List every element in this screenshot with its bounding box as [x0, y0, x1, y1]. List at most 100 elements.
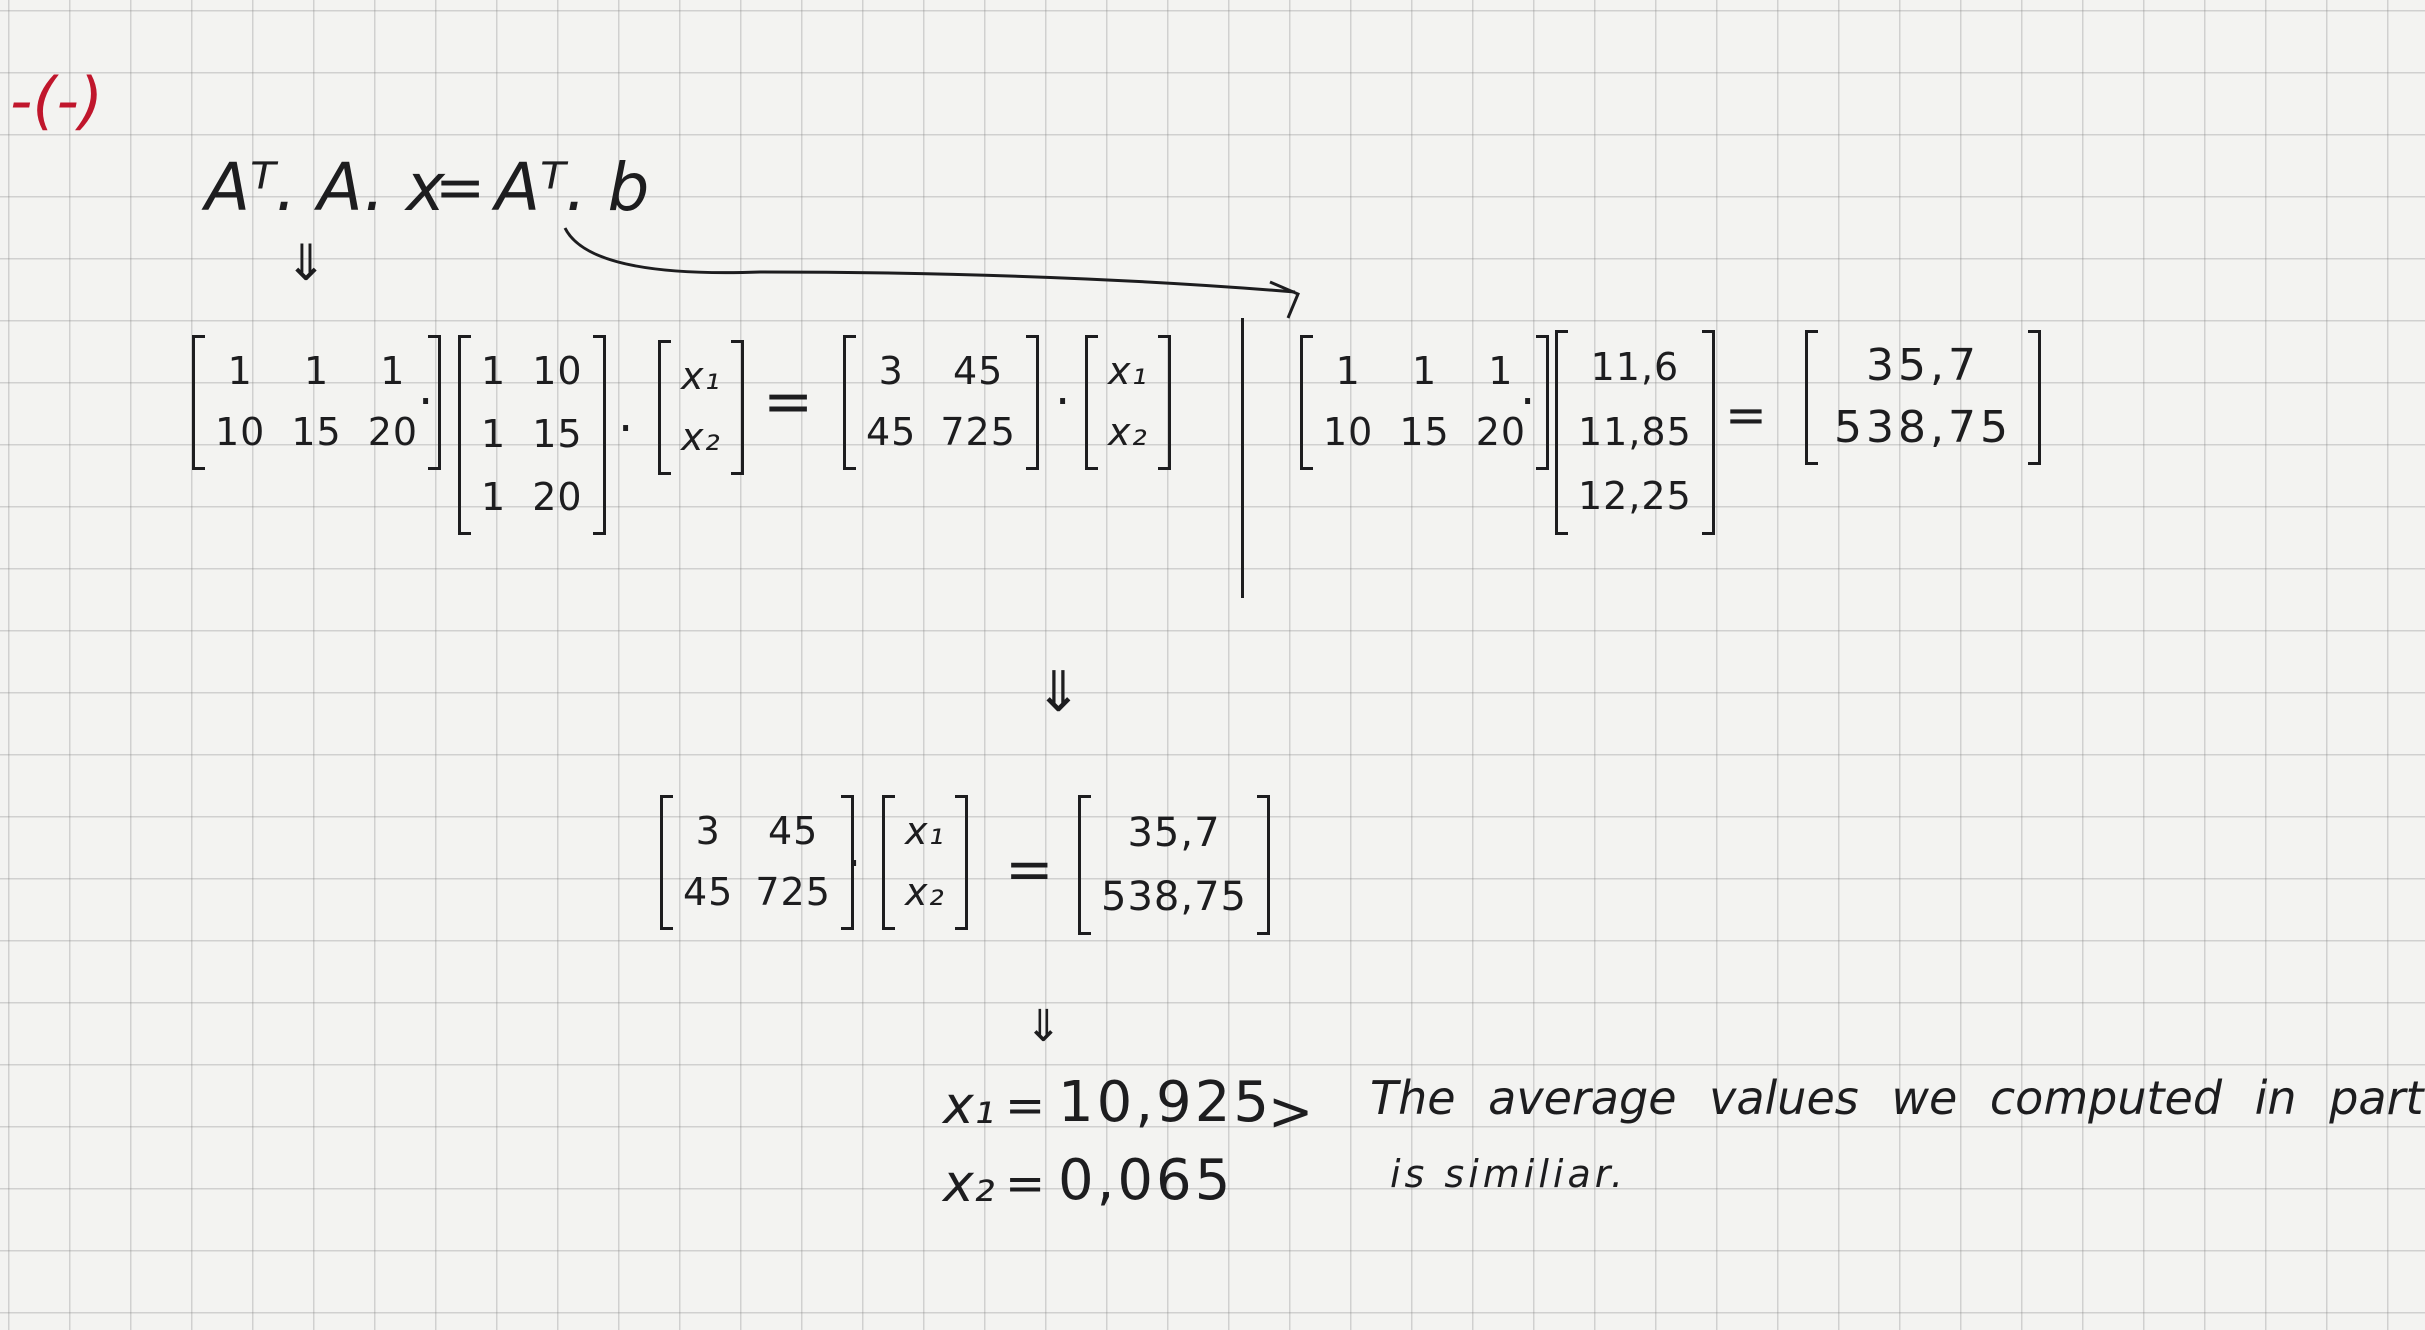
matrix-cell: 1 [227, 348, 253, 393]
matrix-grid: 11,6 11,85 12,25 [1568, 330, 1702, 535]
matrix-cell: 45 [952, 348, 1004, 393]
result-arrow: > [1268, 1080, 1314, 1143]
matrix-cell: 1 [481, 412, 507, 457]
bracket-right-icon [1536, 335, 1550, 470]
matrix-grid: 1 1 1 10 15 20 [205, 335, 428, 470]
matrix-ata-step1: 3 45 45 725 [843, 335, 1039, 470]
dot-operator: · [846, 836, 862, 892]
down-arrow-icon: ⇓ [1035, 660, 1082, 725]
matrix-cell: 35,7 [1866, 340, 1980, 392]
matrix-at-right: 1 1 1 10 15 20 [1300, 335, 1550, 470]
matrix-cell: 15 [532, 412, 583, 457]
part-label: -(-) [10, 64, 104, 137]
matrix-cell: 12,25 [1578, 473, 1692, 518]
bracket-right-icon [1256, 795, 1270, 935]
matrix-cell: 538,75 [1834, 401, 2012, 453]
matrix-cell: 10 [532, 349, 583, 394]
bracket-right-icon [954, 795, 968, 930]
matrix-cell: 538,75 [1101, 874, 1247, 920]
bracket-left-icon [192, 335, 205, 470]
matrix-cell: x₂ [681, 415, 721, 460]
vector-x-step1b: x₁ x₂ [1085, 335, 1171, 470]
bracket-right-icon [1025, 335, 1039, 470]
matrix-a: 1 10 1 15 1 20 [458, 335, 606, 535]
conclusion-note-line2: is similiar. [1390, 1152, 1627, 1196]
bracket-left-icon [1555, 330, 1568, 535]
down-arrow-icon: ⇓ [1025, 1001, 1062, 1052]
equals-sign: = [1005, 835, 1054, 903]
conclusion-note-line1: The average values we computed in part b [1370, 1071, 2425, 1125]
matrix-cell: 10 [215, 410, 266, 455]
matrix-grid: 35,7 538,75 [1091, 795, 1257, 935]
matrix-grid: x₁ x₂ [895, 795, 955, 930]
bracket-left-icon [1078, 795, 1091, 935]
matrix-cell: 11,85 [1578, 409, 1692, 454]
matrix-grid: 1 1 1 10 15 20 [1313, 335, 1536, 470]
matrix-cell: 20 [1475, 410, 1527, 455]
bracket-left-icon [1805, 330, 1818, 465]
bracket-right-icon [592, 335, 606, 535]
bracket-right-icon [730, 340, 744, 475]
equals-sign: = [1725, 386, 1767, 444]
matrix-cell: x₂ [1108, 410, 1148, 455]
matrix-cell: 3 [878, 348, 904, 393]
matrix-grid: 3 45 45 725 [673, 795, 841, 930]
matrix-at-left: 1 1 1 10 15 20 [192, 335, 442, 470]
normal-equation-rhs: Aᵀ. b [495, 149, 650, 226]
matrix-cell: x₂ [905, 870, 945, 915]
bracket-left-icon [1300, 335, 1313, 470]
matrix-grid: 3 45 45 725 [856, 335, 1026, 470]
matrix-cell: 1 [1335, 348, 1361, 393]
x1-equals: = [1005, 1078, 1046, 1134]
bracket-right-icon [840, 795, 854, 930]
matrix-cell: 725 [940, 410, 1016, 455]
vector-x-step1: x₁ x₂ [658, 340, 744, 475]
bracket-right-icon [2027, 330, 2041, 465]
matrix-cell: 20 [367, 410, 419, 455]
matrix-cell: x₁ [905, 808, 945, 853]
matrix-cell: 3 [695, 808, 721, 853]
x2-value: 0,065 [1058, 1148, 1234, 1213]
bracket-right-icon [428, 335, 442, 470]
matrix-ata-step3: 3 45 45 725 [660, 795, 854, 930]
equals-sign: = [763, 367, 814, 437]
vector-atb-step2: 35,7 538,75 [1805, 330, 2041, 465]
normal-equation-lhs: Aᵀ. A. x [205, 149, 445, 226]
x2-label: x₂ [943, 1154, 995, 1214]
dot-operator: · [618, 401, 634, 457]
x1-label: x₁ [943, 1076, 995, 1136]
matrix-grid: 1 10 1 15 1 20 [471, 335, 593, 535]
matrix-grid: x₁ x₂ [1098, 335, 1158, 470]
matrix-cell: 20 [532, 474, 583, 519]
matrix-cell: 35,7 [1127, 810, 1221, 856]
matrix-cell: 15 [291, 410, 342, 455]
matrix-cell: 15 [1399, 410, 1450, 455]
vertical-separator [1241, 318, 1244, 598]
vector-x-step3: x₁ x₂ [882, 795, 968, 930]
matrix-cell: 1 [1411, 348, 1438, 393]
matrix-cell: 1 [1488, 348, 1514, 393]
bracket-left-icon [843, 335, 856, 470]
bracket-left-icon [1085, 335, 1098, 470]
x1-value: 10,925 [1058, 1070, 1272, 1135]
dot-operator: · [418, 374, 434, 430]
matrix-grid: x₁ x₂ [671, 340, 731, 475]
matrix-cell: x₁ [1108, 348, 1148, 393]
down-arrow-icon: ⇓ [285, 234, 327, 292]
matrix-cell: 1 [380, 348, 406, 393]
bracket-left-icon [660, 795, 673, 930]
dot-operator: · [1520, 374, 1536, 430]
vector-atb-step3: 35,7 538,75 [1078, 795, 1270, 935]
matrix-cell: 45 [767, 808, 819, 853]
matrix-cell: x₁ [681, 353, 721, 398]
matrix-cell: 10 [1323, 410, 1374, 455]
matrix-cell: 45 [866, 410, 917, 455]
matrix-cell: 11,6 [1590, 345, 1680, 390]
matrix-cell: 45 [683, 870, 734, 915]
matrix-cell: 725 [755, 870, 831, 915]
matrix-grid: 35,7 538,75 [1818, 330, 2028, 465]
normal-equation-equals: = [435, 153, 486, 223]
matrix-cell: 1 [303, 348, 330, 393]
bracket-right-icon [1157, 335, 1171, 470]
